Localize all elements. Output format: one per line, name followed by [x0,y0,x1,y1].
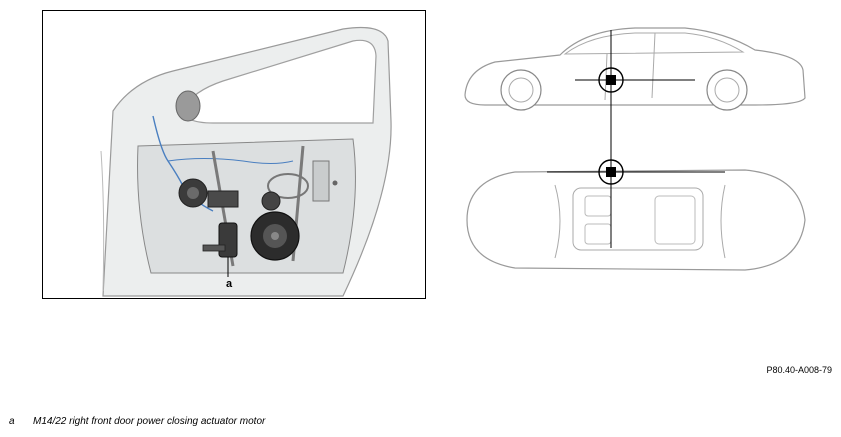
vehicle-side-view [464,27,806,128]
legend-key: a [9,416,15,427]
vehicle-location-illustration [464,27,806,271]
door-panel-illustration [100,26,392,297]
legend-item: a M14/22 right front door power closing … [9,416,265,427]
callout-label-a: a [226,278,233,290]
figure-reference-number: P80.40-A008-79 [766,365,832,375]
vehicle-top-view [466,128,806,271]
legend-text: M14/22 right front door power closing ac… [33,416,266,427]
door-illustration-frame: a [42,10,426,299]
